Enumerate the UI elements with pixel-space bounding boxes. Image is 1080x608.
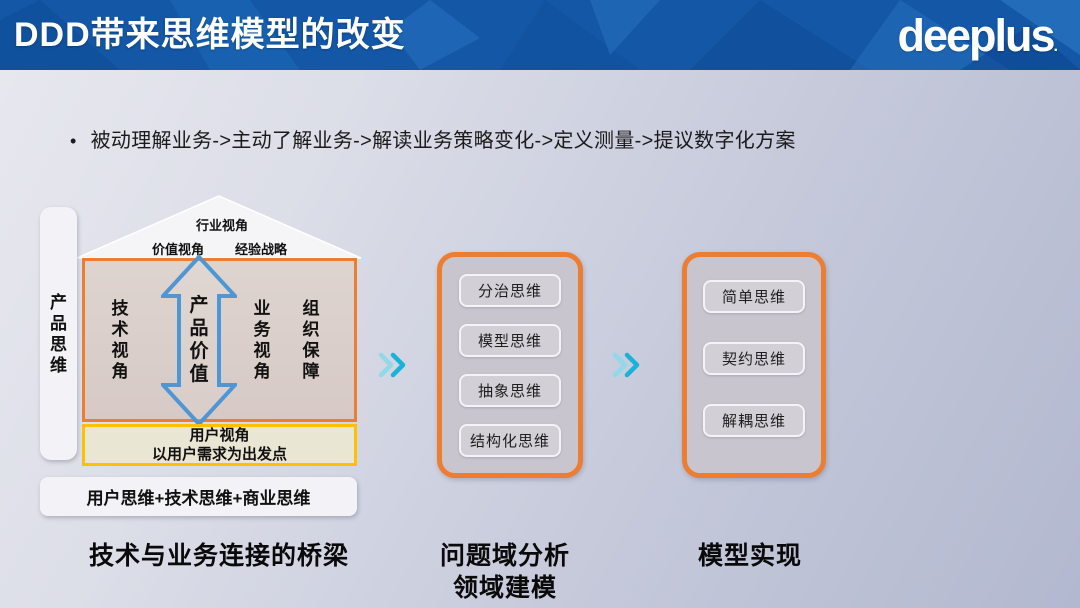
pill-simple-thinking: 简单思维 [703,280,805,313]
logo-text: deeplus [897,10,1056,61]
user-view-box: 用户视角 以用户需求为出发点 [82,424,357,466]
deeplus-logo: deeplus. [898,10,1059,62]
pill-divide-conquer: 分治思维 [459,274,561,307]
pill-structured-thinking: 结构化思维 [459,424,561,457]
pill-contract-thinking: 契约思维 [703,342,805,375]
pill-model-thinking: 模型思维 [459,324,561,357]
user-view-line1: 用户视角 [189,427,250,444]
product-value-label: 产品价值 [189,295,209,385]
product-thinking-label: 产品思维 [50,292,67,375]
product-thinking-sidebar: 产品思维 [40,207,77,460]
caption-bridge: 技术与业务连接的桥梁 [88,542,349,570]
flow-chevron-icon [612,352,640,378]
bullet-icon: • [70,131,77,151]
implementation-panel: 简单思维 契约思维 解耦思维 [682,252,826,478]
header-bar: DDD带来思维模型的改变 deeplus. [0,0,1080,70]
header-facets-decoration [0,0,1080,70]
thinking-summary-text: 用户思维+技术思维+商业思维 [86,489,311,508]
analysis-panel: 分治思维 模型思维 抽象思维 结构化思维 [437,252,583,478]
logo-dot: . [1053,38,1058,55]
roof-label-experience: 经验战略 [234,242,287,257]
column-org-guarantee: 组织保障 [302,299,320,381]
page-title: DDD带来思维模型的改变 [14,16,406,54]
flow-chevron-icon [378,352,406,378]
caption-analysis: 问题域分析 领域建模 [410,540,600,604]
user-view-line2: 以用户需求为出发点 [151,446,287,463]
caption-implementation: 模型实现 [697,542,802,570]
roof-label-value: 价值视角 [151,242,204,257]
bullet-line: • 被动理解业务->主动了解业务->解读业务策略变化->定义测量->提议数字化方案 [70,124,970,153]
roof-label-industry: 行业视角 [195,218,248,233]
pill-abstract-thinking: 抽象思维 [459,374,561,407]
column-tech-view: 技术视角 [111,299,129,381]
caption-analysis-line2: 领域建模 [452,574,557,602]
core-box: 技术视角 产品价值 业务视角 组织保障 [82,254,357,427]
caption-analysis-line1: 问题域分析 [439,542,570,570]
pill-decouple-thinking: 解耦思维 [703,404,805,437]
column-business-view: 业务视角 [253,299,271,381]
bullet-text: 被动理解业务->主动了解业务->解读业务策略变化->定义测量->提议数字化方案 [90,130,796,152]
thinking-summary-box: 用户思维+技术思维+商业思维 [40,477,357,516]
